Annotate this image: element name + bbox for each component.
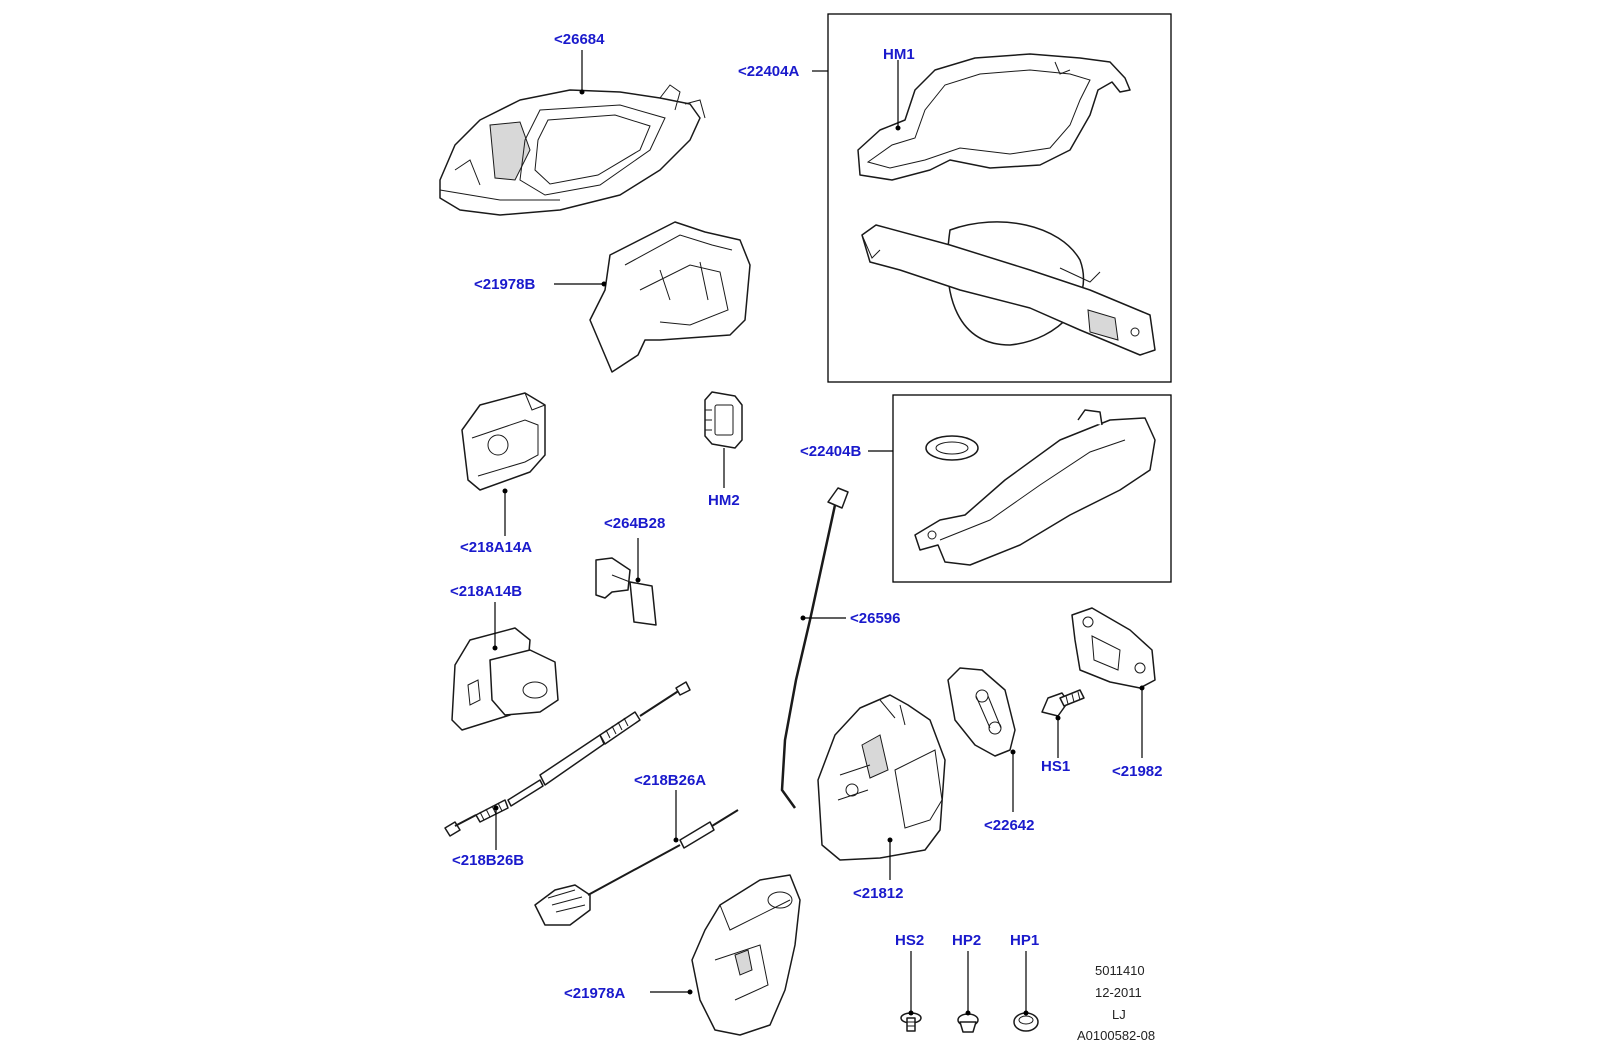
drawing-date: 12-2011: [1095, 985, 1142, 1000]
part-striker-plate[interactable]: [947, 667, 1016, 757]
part-door-striker[interactable]: [1071, 607, 1156, 689]
label-218B26B: <218B26B: [452, 852, 524, 869]
label-21978A: <21978A: [564, 985, 625, 1002]
part-handle-end-cap-a[interactable]: [461, 392, 546, 491]
label-218B26A: <218B26A: [634, 772, 706, 789]
part-release-cable-b[interactable]: [444, 681, 691, 837]
drawing-code: 5011410: [1095, 963, 1145, 978]
part-grommet-hm2[interactable]: [704, 391, 743, 449]
part-screw-hs2[interactable]: [900, 1012, 922, 1032]
part-outer-handle-b[interactable]: [914, 409, 1156, 566]
part-plug-hp2[interactable]: [957, 1013, 979, 1033]
part-screw-hs1[interactable]: [1041, 689, 1085, 717]
part-door-latch[interactable]: [817, 694, 946, 861]
part-lock-rod[interactable]: [780, 487, 849, 809]
label-21978B: <21978B: [474, 276, 535, 293]
label-HP1: HP1: [1010, 932, 1039, 949]
label-218A14A: <218A14A: [460, 539, 532, 556]
handle-kit-box-a: [827, 13, 1172, 383]
part-latch-shroud-lower[interactable]: [691, 874, 801, 1036]
label-264B28: <264B28: [604, 515, 665, 532]
label-HM2: HM2: [708, 492, 740, 509]
part-outer-handle-a[interactable]: [861, 221, 1156, 356]
label-22404B: <22404B: [800, 443, 861, 460]
label-22404A: <22404A: [738, 63, 799, 80]
drawing-reference: A0100582-08: [1077, 1028, 1155, 1043]
part-plug-hp1[interactable]: [1013, 1012, 1039, 1032]
part-clip-264B28[interactable]: [595, 557, 657, 626]
label-218A14B: <218A14B: [450, 583, 522, 600]
label-HP2: HP2: [952, 932, 981, 949]
part-latch-shroud-upper[interactable]: [589, 221, 751, 373]
part-handle-end-cap-b[interactable]: [451, 627, 559, 731]
part-release-cable-a[interactable]: [534, 809, 739, 926]
label-HS2: HS2: [895, 932, 924, 949]
part-handle-gasket-hm1[interactable]: [857, 53, 1131, 181]
label-21812: <21812: [853, 885, 903, 902]
label-21982: <21982: [1112, 763, 1162, 780]
label-22642: <22642: [984, 817, 1034, 834]
label-HS1: HS1: [1041, 758, 1070, 775]
label-26596: <26596: [850, 610, 900, 627]
handle-kit-box-b: [892, 394, 1172, 583]
part-handle-carrier[interactable]: [439, 84, 706, 216]
drawing-initials: LJ: [1112, 1007, 1126, 1022]
label-26684: <26684: [554, 31, 605, 48]
label-HM1: HM1: [883, 46, 915, 63]
